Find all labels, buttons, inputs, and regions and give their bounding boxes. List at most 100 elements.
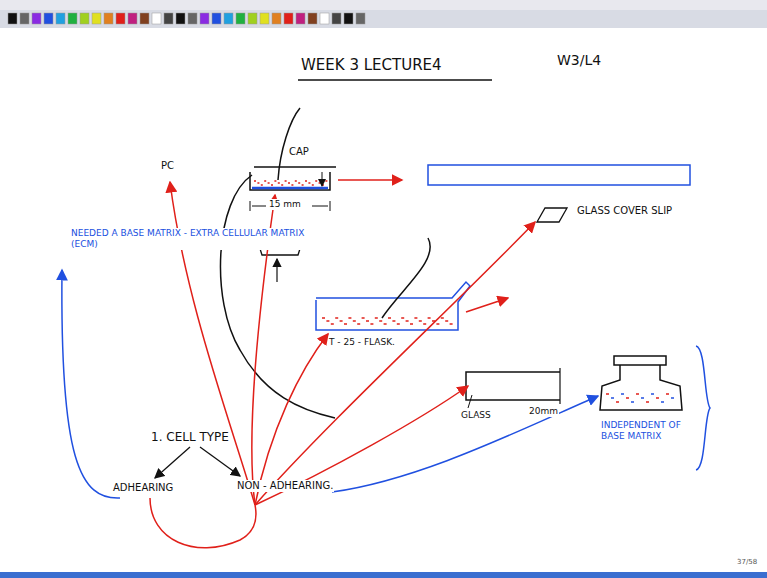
drawn-mark: [200, 13, 209, 24]
drawn-mark: [261, 184, 263, 186]
drawn-mark: [320, 13, 329, 24]
drawn-mark: [248, 13, 257, 24]
lecture-code: W3/L4: [556, 52, 602, 69]
drawn-mark: [392, 320, 395, 322]
drawn-mark: [271, 184, 273, 186]
drawn-mark: [56, 13, 65, 24]
part-name: T - 25 - FLASK.: [328, 337, 396, 348]
drawn-mark: [626, 397, 629, 399]
drawn-mark: [295, 180, 297, 182]
drawn-mark: [236, 13, 245, 24]
drawn-mark: [616, 401, 619, 403]
drawn-mark: [397, 323, 400, 325]
drawn-mark: [388, 317, 391, 319]
drawn-mark: [331, 323, 334, 325]
drawn-mark: [212, 13, 221, 24]
drawn-mark: [344, 13, 353, 24]
drawn-mark: [636, 393, 639, 395]
drawn-mark: [92, 13, 101, 24]
drawn-mark: [152, 13, 161, 24]
drawn-mark: [44, 13, 53, 24]
drawn-mark: [291, 184, 293, 186]
drawn-mark: [140, 13, 149, 24]
drawn-mark: [419, 320, 422, 322]
drawn-mark: [335, 317, 338, 319]
drawn-mark: [278, 182, 280, 184]
drawn-mark: [268, 182, 270, 184]
drawn-mark: [357, 323, 360, 325]
drawn-mark: [436, 323, 439, 325]
dimension: 15 mm: [268, 199, 302, 210]
part-name: PC: [160, 160, 175, 172]
drawn-mark: [312, 184, 314, 186]
drawn-mark: [298, 182, 300, 184]
note: NEEDED A BASE MATRIX - EXTRA CELLULAR MA…: [70, 228, 322, 250]
drawn-mark: [384, 323, 387, 325]
drawn-mark: [325, 180, 327, 182]
branch-label: ADHEARING: [112, 482, 174, 494]
dimension: 20mm: [528, 406, 559, 417]
lecture-title: WEEK 3 LECTURE4: [300, 56, 443, 74]
drawn-mark: [353, 320, 356, 322]
heading-note: 1. CELL TYPE: [150, 430, 230, 444]
drawn-mark: [80, 13, 89, 24]
drawn-mark: [326, 320, 329, 322]
drawn-mark: [8, 13, 17, 24]
drawn-mark: [272, 13, 281, 24]
drawn-mark: [274, 180, 276, 182]
drawn-mark: [305, 180, 307, 182]
part-name: CAP: [288, 146, 310, 158]
drawn-mark: [348, 317, 351, 319]
drawn-mark: [410, 323, 413, 325]
drawn-mark: [344, 323, 347, 325]
drawn-mark: [319, 182, 321, 184]
drawn-mark: [176, 13, 185, 24]
drawn-mark: [631, 401, 634, 403]
drawn-mark: [260, 13, 269, 24]
drawn-mark: [641, 397, 644, 399]
drawn-mark: [257, 182, 259, 184]
drawn-mark: [406, 320, 409, 322]
drawn-mark: [315, 180, 317, 182]
drawn-mark: [362, 317, 365, 319]
drawn-mark: [302, 184, 304, 186]
drawn-mark: [322, 317, 325, 319]
branch-label: NON - ADHEARING.: [236, 480, 334, 492]
drawn-mark: [164, 13, 173, 24]
drawn-mark: [423, 323, 426, 325]
drawn-mark: [450, 323, 453, 325]
drawn-mark: [188, 13, 197, 24]
drawn-mark: [264, 180, 266, 182]
part-name: GLASS COVER SLIP: [576, 205, 673, 217]
drawn-mark: [646, 401, 649, 403]
drawn-mark: [254, 180, 256, 182]
part-name: GLASS: [460, 410, 492, 421]
drawn-mark: [428, 317, 431, 319]
drawn-mark: [661, 401, 664, 403]
drawn-mark: [651, 393, 654, 395]
drawn-mark: [414, 317, 417, 319]
drawn-mark: [296, 13, 305, 24]
drawn-mark: [611, 397, 614, 399]
drawn-mark: [356, 13, 365, 24]
drawn-mark: [379, 320, 382, 322]
drawn-mark: [332, 13, 341, 24]
drawn-mark: [281, 184, 283, 186]
drawn-mark: [128, 13, 137, 24]
drawn-mark: [656, 397, 659, 399]
drawn-mark: [224, 13, 233, 24]
drawn-mark: [375, 317, 378, 319]
note: INDEPENDENT OF BASE MATRIX: [600, 420, 682, 442]
drawn-mark: [288, 182, 290, 184]
drawn-mark: [308, 13, 317, 24]
drawn-mark: [285, 180, 287, 182]
drawn-mark: [671, 397, 674, 399]
drawn-mark: [370, 323, 373, 325]
drawn-mark: [445, 320, 448, 322]
page-number: 37/58: [736, 558, 758, 566]
drawn-mark: [401, 317, 404, 319]
drawn-mark: [20, 13, 29, 24]
drawn-mark: [32, 13, 41, 24]
drawn-mark: [606, 393, 609, 395]
